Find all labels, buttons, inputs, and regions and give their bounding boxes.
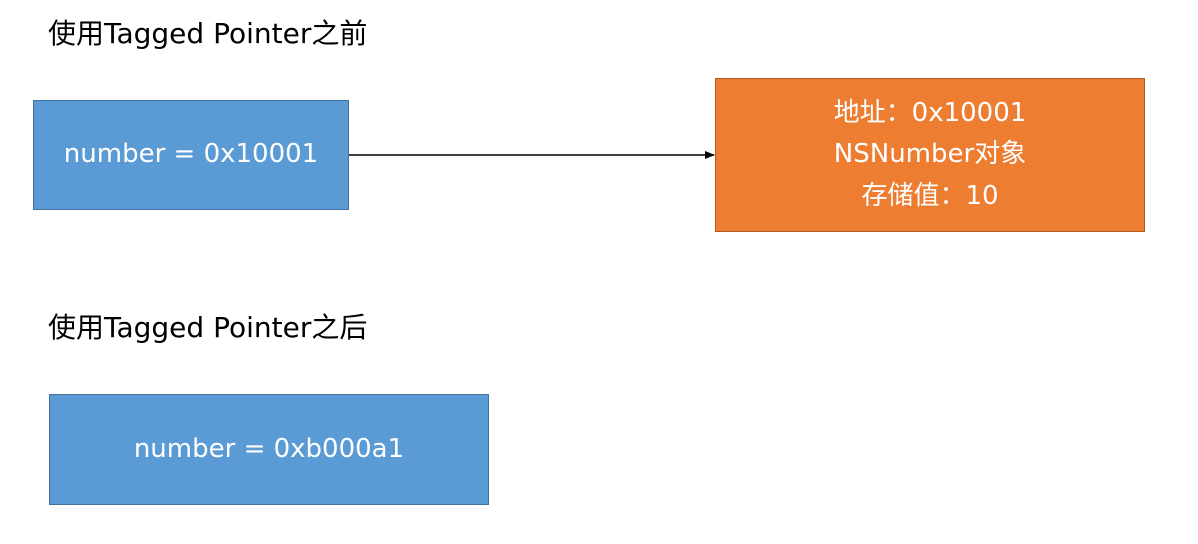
object-type-line: NSNumber对象 xyxy=(833,139,1027,170)
object-value-line: 存储值：10 xyxy=(861,180,999,211)
pointer-box-before: number = 0x10001 xyxy=(33,100,349,210)
pointer-box-before-label: number = 0x10001 xyxy=(63,139,319,170)
before-section-title: 使用Tagged Pointer之前 xyxy=(48,17,368,50)
nsnumber-object-box: 地址：0x10001 NSNumber对象 存储值：10 xyxy=(715,78,1145,232)
pointer-box-after-label: number = 0xb000a1 xyxy=(133,433,405,464)
object-address-line: 地址：0x10001 xyxy=(833,97,1027,128)
after-section-title: 使用Tagged Pointer之后 xyxy=(48,311,368,344)
pointer-box-after: number = 0xb000a1 xyxy=(49,394,489,505)
